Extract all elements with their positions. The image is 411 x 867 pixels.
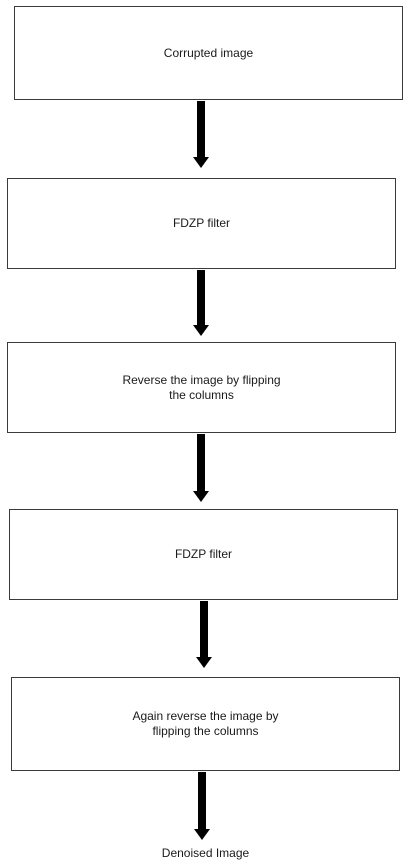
denoised-image-label: Denoised Image [161, 846, 250, 860]
down-arrow-icon [193, 434, 209, 502]
down-arrow-icon [196, 601, 212, 668]
step-label: Corrupted image [163, 45, 254, 60]
down-arrow-icon [193, 101, 209, 168]
arrow-shaft [200, 601, 208, 657]
arrow-head [193, 325, 209, 336]
step-again-reverse-image-box: Again reverse the image by flipping the … [11, 677, 400, 771]
arrow-head [194, 829, 210, 840]
arrow-shaft [197, 434, 205, 491]
down-arrow-icon [193, 270, 209, 336]
arrow-head [193, 491, 209, 502]
arrow-shaft [197, 270, 205, 325]
arrow-head [196, 657, 212, 668]
step-label: Again reverse the image by flipping the … [132, 709, 279, 738]
step-label: Reverse the image by flipping the column… [122, 372, 281, 402]
step-fdzp-filter-second-box: FDZP filter [9, 509, 398, 600]
step-fdzp-filter-box: FDZP filter [7, 178, 396, 269]
step-label: FDZP filter [172, 216, 231, 230]
down-arrow-icon [194, 772, 210, 840]
step-label: FDZP filter [174, 547, 233, 561]
arrow-shaft [197, 101, 205, 157]
step-corrupted-image-box: Corrupted image [14, 6, 403, 100]
arrow-shaft [198, 772, 206, 829]
arrow-head [193, 157, 209, 168]
step-reverse-image-box: Reverse the image by flipping the column… [7, 342, 396, 433]
